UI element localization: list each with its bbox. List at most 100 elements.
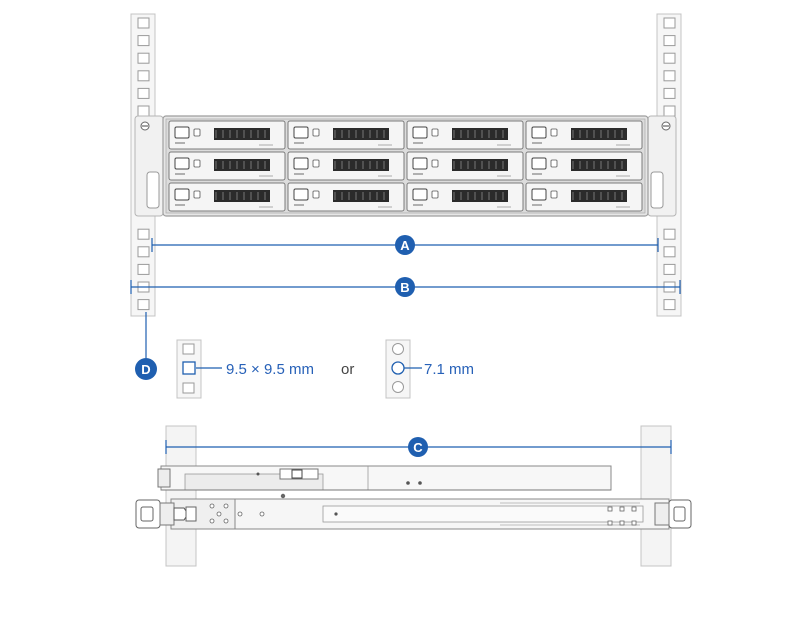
- or-separator: or: [341, 361, 354, 378]
- drive-vent-grille: [452, 128, 508, 140]
- square-hole-size: 9.5 × 9.5 mm: [226, 361, 314, 378]
- drive-lock-icon: [193, 128, 201, 137]
- marker-a: [395, 235, 415, 255]
- rail-slot-hole: [631, 520, 637, 526]
- rail-screw-hole: [259, 511, 265, 517]
- drive-vent-grille: [571, 159, 627, 171]
- rail-screw-hole: [223, 503, 229, 509]
- marker-d-label: D: [141, 362, 150, 377]
- drive-bay[interactable]: [287, 182, 405, 212]
- drive-bay[interactable]: [287, 120, 405, 150]
- drive-vent-grille: [214, 190, 270, 202]
- left-rail-hole: [137, 70, 150, 82]
- drive-release-button[interactable]: [293, 126, 309, 139]
- right-rail-hole: [663, 299, 676, 311]
- drive-bay[interactable]: [525, 120, 643, 150]
- rail-kit-top-view: C: [135, 425, 692, 567]
- drive-lock-icon: [550, 128, 558, 137]
- drive-lock-icon: [312, 128, 320, 137]
- drive-bay[interactable]: [168, 120, 286, 150]
- rail-screw-hole: [237, 511, 243, 517]
- drive-release-button[interactable]: [531, 157, 547, 170]
- drive-bay[interactable]: [406, 182, 524, 212]
- marker-a-label: A: [400, 238, 410, 253]
- dimension-c: C: [165, 437, 672, 457]
- right-rail-hole: [663, 246, 676, 258]
- rail-screw-hole: [223, 518, 229, 524]
- drive-bay-grid: [168, 120, 643, 212]
- drive-release-button[interactable]: [174, 188, 190, 201]
- right-rail-hole: [663, 70, 676, 82]
- dimension-b: B: [130, 277, 681, 297]
- marker-d: [135, 358, 157, 380]
- drive-vent-grille: [452, 159, 508, 171]
- drive-release-button[interactable]: [412, 126, 428, 139]
- drive-release-button[interactable]: [293, 157, 309, 170]
- rail-slot-hole: [619, 520, 625, 526]
- drive-bay[interactable]: [406, 120, 524, 150]
- drive-release-button[interactable]: [412, 157, 428, 170]
- left-rail-hole: [137, 263, 150, 275]
- left-rail-hole: [137, 35, 150, 47]
- rail-slot-hole: [631, 506, 637, 512]
- drive-vent-grille: [452, 190, 508, 202]
- left-rail-hole: [137, 246, 150, 258]
- drive-release-button[interactable]: [293, 188, 309, 201]
- round-hole-icon: [391, 361, 405, 375]
- drive-release-button[interactable]: [531, 126, 547, 139]
- drive-bay[interactable]: [406, 151, 524, 181]
- left-rail-hole: [137, 299, 150, 311]
- right-rail-hole: [663, 105, 676, 117]
- rail-screw-hole: [209, 503, 215, 509]
- drive-vent-grille: [214, 159, 270, 171]
- rail-slot-hole: [607, 520, 613, 526]
- drive-release-button[interactable]: [531, 188, 547, 201]
- marker-c: [408, 437, 428, 457]
- rear-rack-post: [640, 425, 672, 567]
- drive-bay[interactable]: [525, 151, 643, 181]
- square-hole-spec: 9.5 × 9.5 mm: [176, 339, 314, 399]
- left-rail-hole: [137, 52, 150, 64]
- drive-release-button[interactable]: [174, 157, 190, 170]
- right-rail-hole: [663, 228, 676, 240]
- drive-lock-icon: [550, 190, 558, 199]
- drive-vent-grille: [333, 159, 389, 171]
- left-rail-hole: [137, 87, 150, 99]
- drive-lock-icon: [431, 159, 439, 168]
- drive-vent-grille: [333, 128, 389, 140]
- left-rail-hole: [137, 105, 150, 117]
- square-hole-icon: [182, 361, 196, 375]
- drive-vent-grille: [571, 128, 627, 140]
- rail-screw-hole: [209, 518, 215, 524]
- right-ear-handle: [650, 171, 664, 209]
- drive-vent-grille: [214, 128, 270, 140]
- marker-b: [395, 277, 415, 297]
- round-hole-size: 7.1 mm: [424, 361, 474, 378]
- drive-lock-icon: [431, 190, 439, 199]
- right-rail-hole: [663, 17, 676, 29]
- drive-bay[interactable]: [168, 182, 286, 212]
- dimension-a: A: [151, 235, 659, 255]
- right-rail-hole: [663, 52, 676, 64]
- drive-lock-icon: [550, 159, 558, 168]
- drive-bay[interactable]: [287, 151, 405, 181]
- drive-lock-icon: [312, 159, 320, 168]
- left-rail-hole: [137, 228, 150, 240]
- right-rail-hole: [663, 87, 676, 99]
- drive-bay[interactable]: [525, 182, 643, 212]
- drive-lock-icon: [312, 190, 320, 199]
- drive-lock-icon: [431, 128, 439, 137]
- drive-lock-icon: [193, 159, 201, 168]
- drive-bay[interactable]: [168, 151, 286, 181]
- left-rail-hole: [137, 17, 150, 29]
- nas-chassis: [134, 115, 677, 217]
- marker-b-label: B: [400, 280, 409, 295]
- drive-release-button[interactable]: [174, 126, 190, 139]
- rail-slot-hole: [607, 506, 613, 512]
- rail-slot-hole: [619, 506, 625, 512]
- outer-rail: [135, 498, 692, 530]
- drive-release-button[interactable]: [412, 188, 428, 201]
- marker-c-label: C: [413, 440, 423, 455]
- inner-rail: [157, 465, 612, 499]
